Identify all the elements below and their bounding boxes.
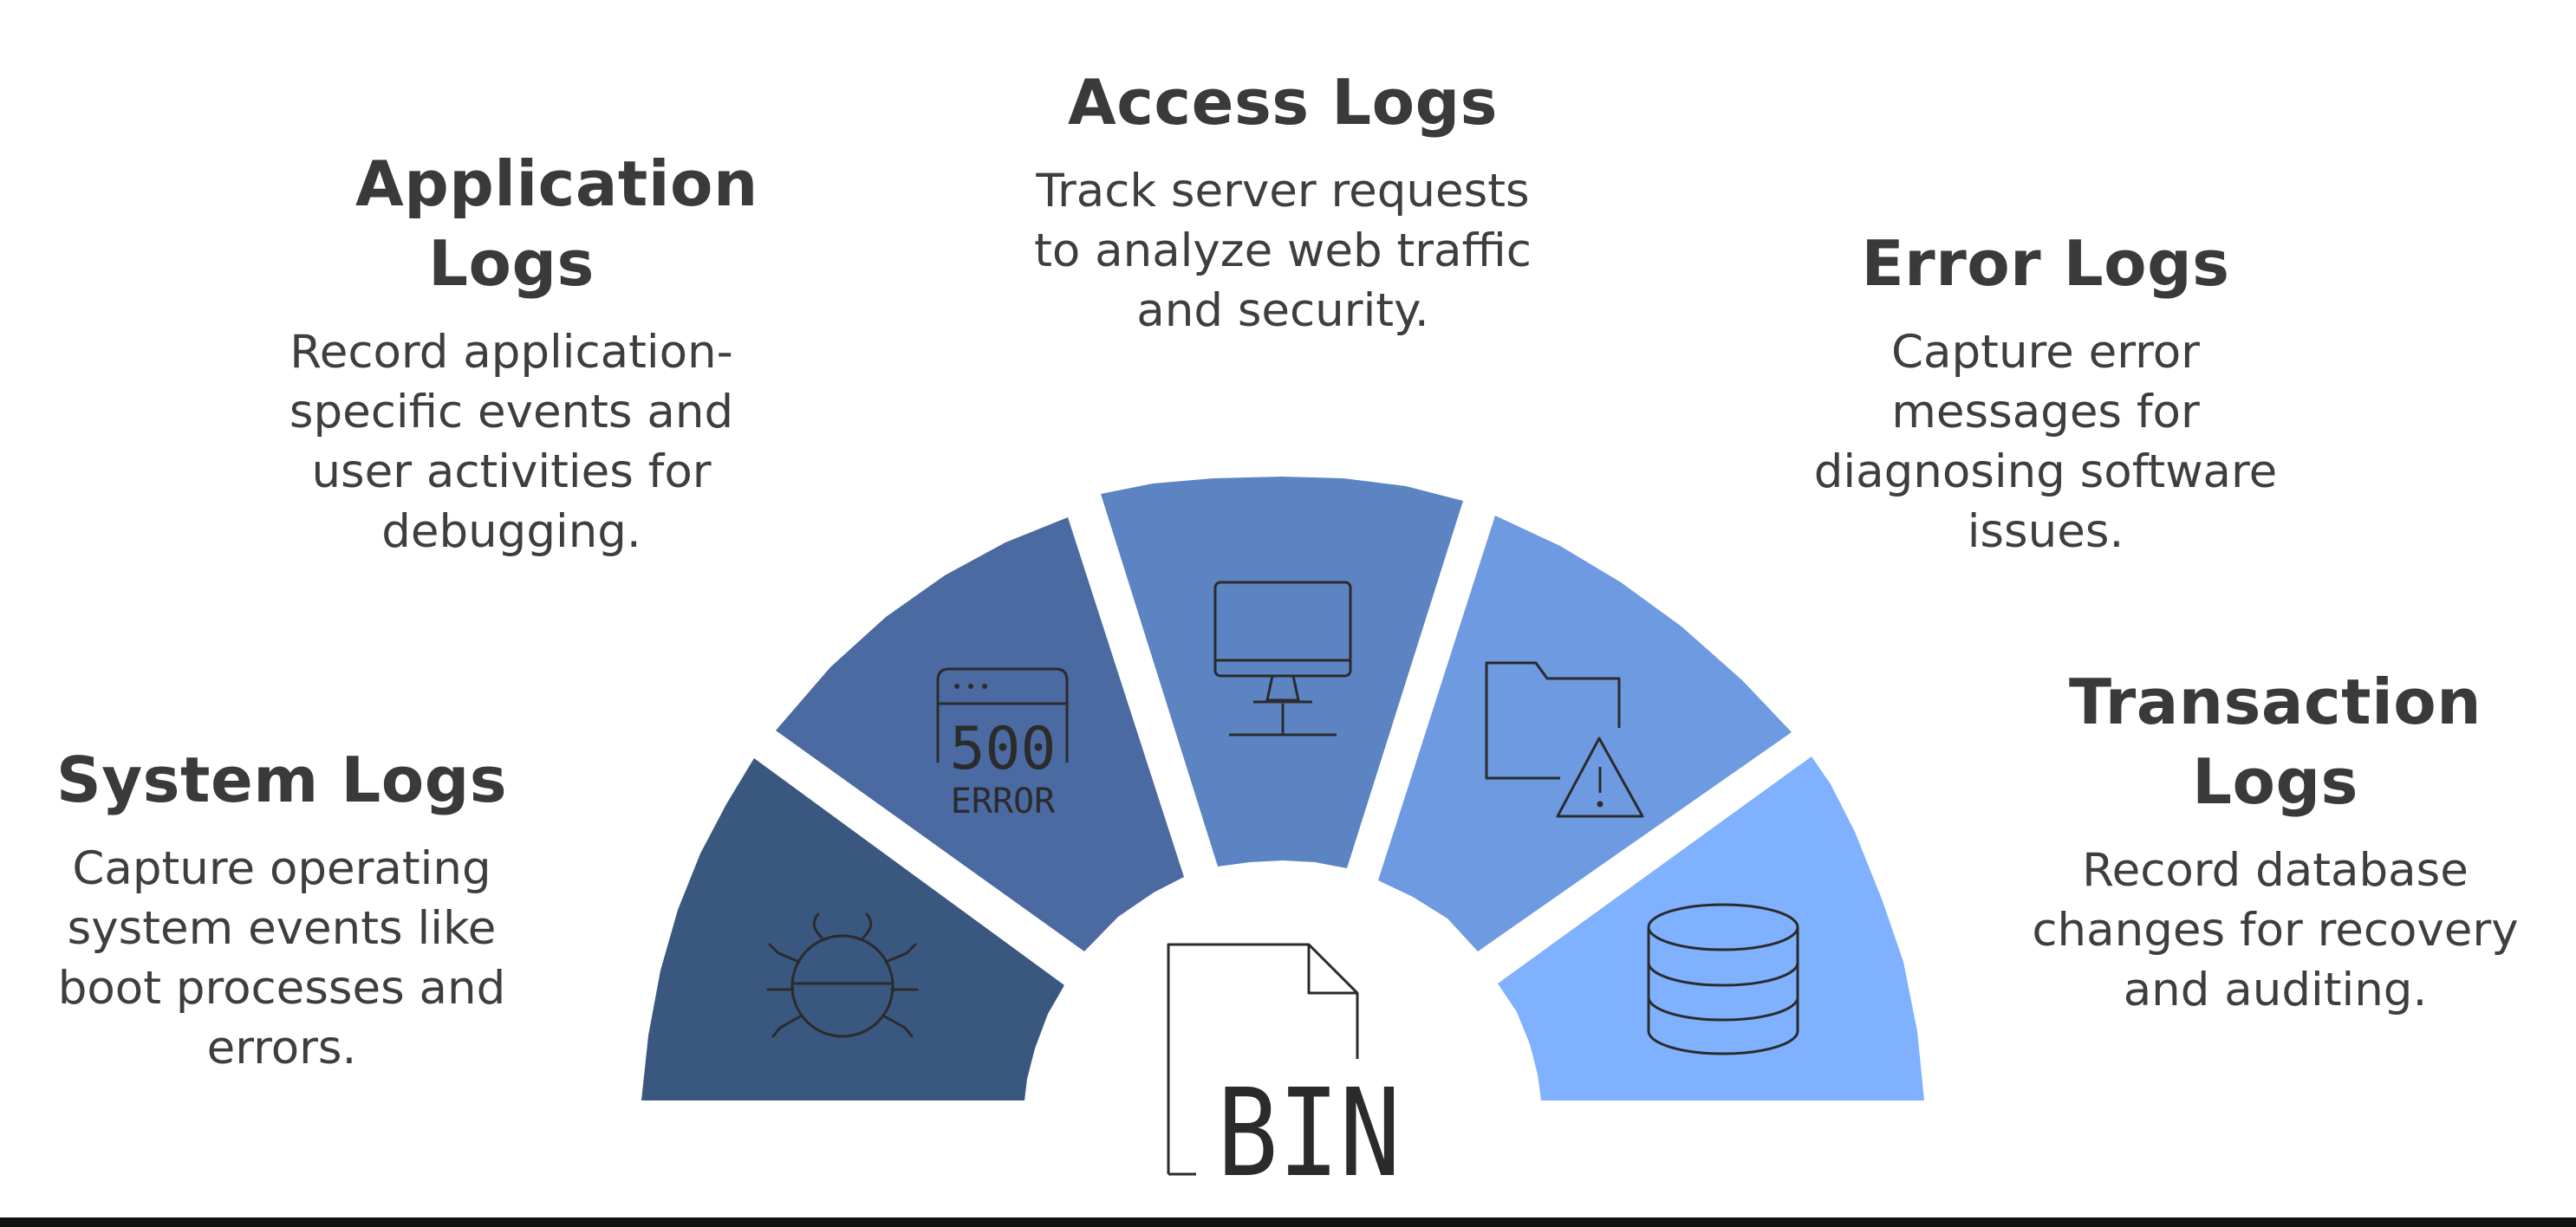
segment-title-error: Error Logs xyxy=(1861,227,2230,300)
label-error: Error Logs Capture error messages for di… xyxy=(1768,224,2323,562)
label-access: Access Logs Track server requests to ana… xyxy=(962,62,1603,341)
icon-error-word: ERROR xyxy=(951,782,1056,821)
segment-description-error: Capture error messages for diagnosing so… xyxy=(1813,326,2278,558)
segment-description-system: Capture operating system events like boo… xyxy=(57,842,506,1074)
server-error-500-icon: 500 ERROR xyxy=(936,667,1069,821)
label-system: System Logs Capture operating system eve… xyxy=(0,740,563,1078)
segment-system xyxy=(641,758,1064,1100)
segment-error xyxy=(1378,516,1792,951)
segment-title-transaction: Transaction Logs xyxy=(2069,665,2482,818)
bottom-border xyxy=(0,1217,2576,1227)
database-icon xyxy=(1647,903,1799,1055)
segment-title-access: Access Logs xyxy=(1068,66,1498,139)
icon-500-code: 500 xyxy=(950,715,1057,783)
monitor-icon xyxy=(1213,581,1352,737)
segment-description-transaction: Record database changes for recovery and… xyxy=(2032,844,2519,1016)
bin-file-label: BIN xyxy=(1217,1063,1401,1204)
segment-access xyxy=(1101,477,1463,868)
label-transaction: Transaction Logs Record database changes… xyxy=(2002,662,2548,1020)
segment-application xyxy=(776,517,1184,951)
segment-title-system: System Logs xyxy=(55,743,508,816)
bug-icon xyxy=(766,912,919,1038)
segment-transaction xyxy=(1498,756,1924,1100)
segment-description-application: Record application-specific events and u… xyxy=(289,326,734,558)
segment-title-application: Application Logs xyxy=(355,147,758,300)
folder-warning-icon xyxy=(1485,661,1644,818)
label-application: Application Logs Record application-spec… xyxy=(251,144,771,562)
segment-description-access: Track server requests to analyze web tra… xyxy=(1034,165,1532,337)
bin-file-icon xyxy=(1167,943,1359,1176)
